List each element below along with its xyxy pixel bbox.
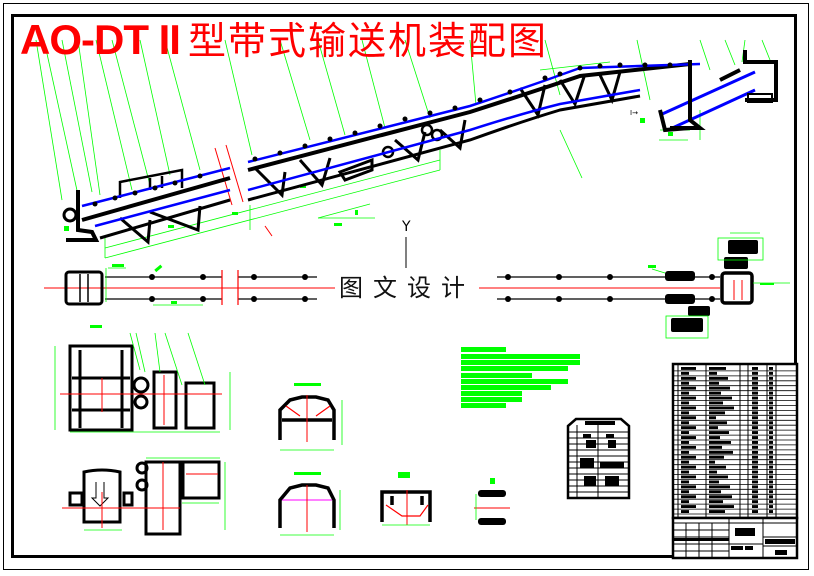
break-lines: [214, 144, 273, 237]
plan-drive-blocks: [665, 271, 695, 304]
tail-pulley-plan: [64, 270, 104, 306]
title-description: 型带式输送机装配图: [187, 19, 548, 63]
plan-dim-marks: [112, 264, 774, 304]
drawing-number-block: [775, 550, 787, 555]
watermark-text: 图文设计: [335, 270, 479, 306]
dimension-lines: [104, 61, 701, 259]
drive-front-structure: [68, 344, 216, 432]
drive-unit-top-view: [62, 457, 226, 536]
technical-spec-table: [566, 417, 631, 500]
idler-rollers: [92, 62, 673, 207]
conveyor-belt: [81, 62, 756, 228]
drive-unit-front-view: [54, 325, 231, 433]
callout-leaders: [35, 39, 771, 201]
plan-dimensions: [105, 232, 790, 339]
arrow-down-icon: [90, 482, 110, 507]
drive-front-dimensions: [54, 332, 231, 433]
plan-drive-details: [671, 240, 758, 332]
title-model: AO-DT II: [20, 16, 181, 63]
drive-top-dimensions: [84, 457, 226, 531]
outer-border: [3, 3, 809, 570]
elevation-view: I→: [35, 39, 778, 259]
drawing-frame: [11, 14, 797, 558]
parts-list-cells: [681, 367, 773, 513]
parts-list: [671, 362, 799, 520]
plan-view: [44, 232, 790, 339]
ucs-y-label: Y: [402, 219, 411, 235]
technical-notes: [461, 347, 580, 408]
plan-idlers: [149, 274, 715, 302]
parts-list-rows: [673, 370, 797, 515]
troughing-idler-2: [278, 472, 341, 536]
title-block: [671, 516, 799, 560]
drive-front-centerlines: [60, 375, 222, 425]
drive-top-centerlines: [62, 462, 218, 530]
conveyor-frame: [62, 62, 691, 246]
drawing-name-block: [735, 528, 755, 536]
head-section: [658, 50, 778, 133]
direction-arrow: I→: [630, 109, 638, 117]
flat-idler: [474, 478, 510, 525]
parts-list-columns: [677, 364, 777, 518]
troughing-idler-1: [278, 383, 343, 451]
return-idler: [380, 472, 432, 526]
plan-break-lines: [221, 270, 239, 305]
head-pulley-plan: [720, 271, 754, 305]
company-name-block: [765, 539, 795, 544]
